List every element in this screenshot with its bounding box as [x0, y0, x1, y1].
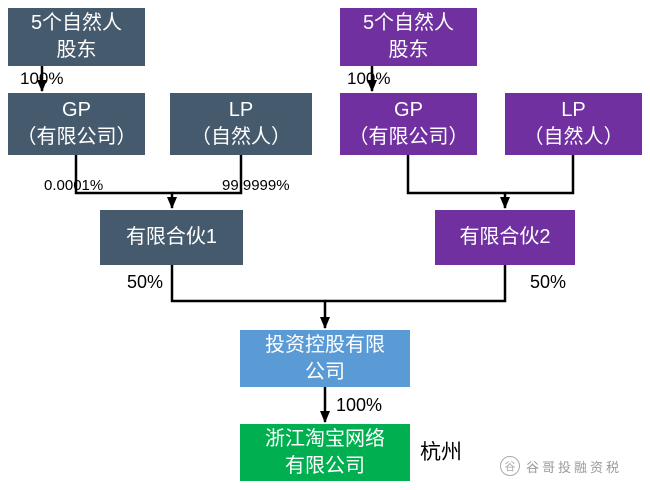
watermark-text: 谷哥投融资税: [526, 459, 623, 475]
node-shareholders-right: 5个自然人 股东: [340, 8, 477, 66]
node-shareholders-left: 5个自然人 股东: [8, 8, 145, 66]
watermark-logo-icon: 谷: [500, 456, 520, 476]
edge-label-gp-share: 0.0001%: [44, 177, 104, 194]
node-gp-right: GP （有限公司）: [340, 93, 477, 155]
edge-label-right-100: 100%: [347, 69, 391, 88]
edge-label-partnership2-share: 50%: [530, 272, 567, 292]
node-operating-company: 浙江淘宝网络 有限公司: [240, 424, 410, 481]
node-gp-left: GP （有限公司）: [8, 93, 145, 155]
node-partnership-2: 有限合伙2: [435, 210, 575, 265]
watermark: 谷 谷哥投融资税: [500, 456, 622, 476]
edge-label-left-100: 100%: [20, 69, 64, 88]
edge-label-partnership1-share: 50%: [127, 272, 164, 292]
node-lp-left: LP （自然人）: [170, 93, 312, 155]
node-holding-company: 投资控股有限 公司: [240, 330, 410, 387]
node-partnership-1: 有限合伙1: [100, 210, 243, 265]
edge-label-lp-share: 99.9999%: [222, 177, 290, 194]
node-lp-right: LP （自然人）: [505, 93, 642, 155]
edge-label-holding-share: 100%: [336, 395, 383, 415]
city-label: 杭州: [420, 441, 462, 464]
